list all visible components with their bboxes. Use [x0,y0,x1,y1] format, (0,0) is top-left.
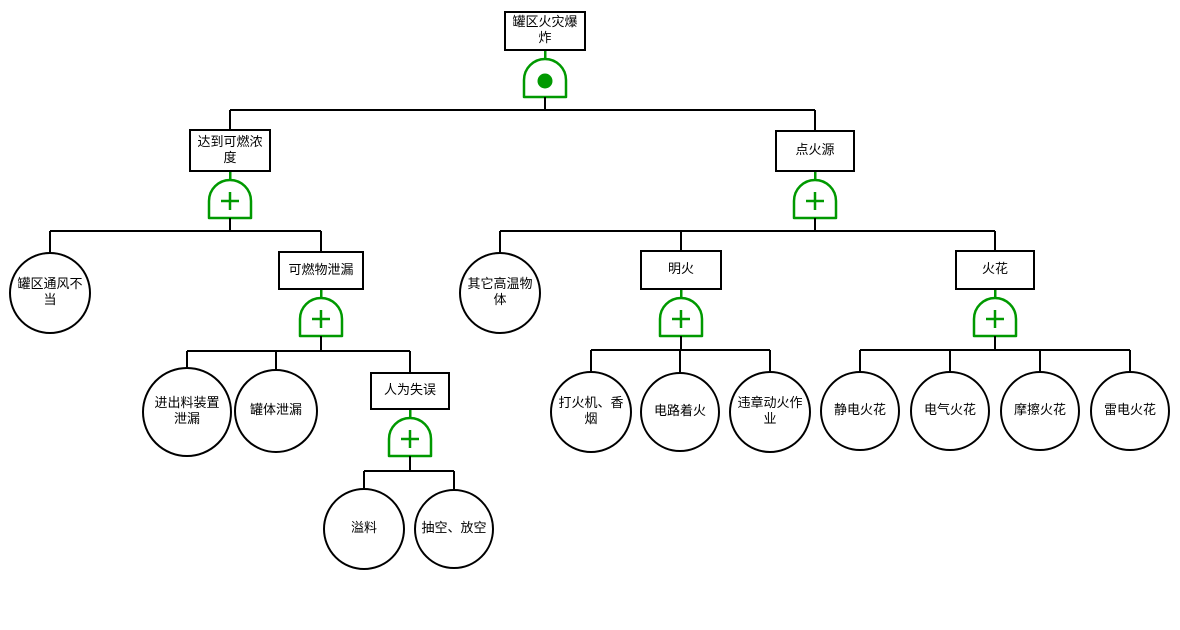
or-gate [972,290,1018,338]
or-gate [387,410,433,458]
and-gate-dot-symbol [537,73,553,89]
and-gate [522,51,568,99]
or-gate [207,172,253,220]
or-gate [792,172,838,220]
or-gate [658,290,704,338]
or-gate [298,290,344,338]
